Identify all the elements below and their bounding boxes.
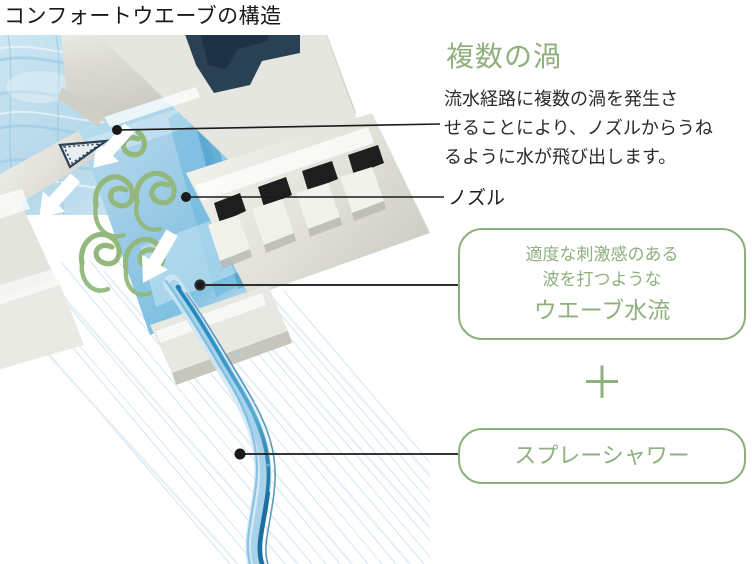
vortex-body-line-2: せることにより、ノズルからうね [444,118,713,138]
spray-box-line-1: スプレーシャワー [514,443,690,468]
wave-water-box: 適度な刺激感のある 波を打つような ウエーブ水流 [458,228,746,340]
spray-shower-box: スプレーシャワー [458,428,746,484]
triangle-marker [58,139,110,169]
nozzle-slots [214,145,384,223]
wave-box-line-3: ウエーブ水流 [533,297,671,323]
flow-arrows [39,123,178,283]
wave-box-line-1: 適度な刺激感のある [525,245,679,264]
wave-box-line-2: 波を打つような [542,270,662,289]
nozzle-tips [208,167,384,261]
wave-stream [163,274,276,564]
shower-body-right-nozzles [150,113,430,385]
showerhead-photo [0,35,430,564]
vortex-body-line-3: るように水が飛び出します。 [444,147,677,167]
nozzle-label: ノズル [448,188,506,209]
vortex-body: 流水経路に複数の渦を発生さ せることにより、ノズルからうね るように水が飛び出し… [444,85,752,172]
plus-symbol: ＋ [580,359,624,408]
page-title: コンフォートウエーブの構造 [4,5,282,28]
vortex-heading: 複数の渦 [446,41,563,72]
vortex-body-line-1: 流水経路に複数の渦を発生さ [444,89,678,109]
